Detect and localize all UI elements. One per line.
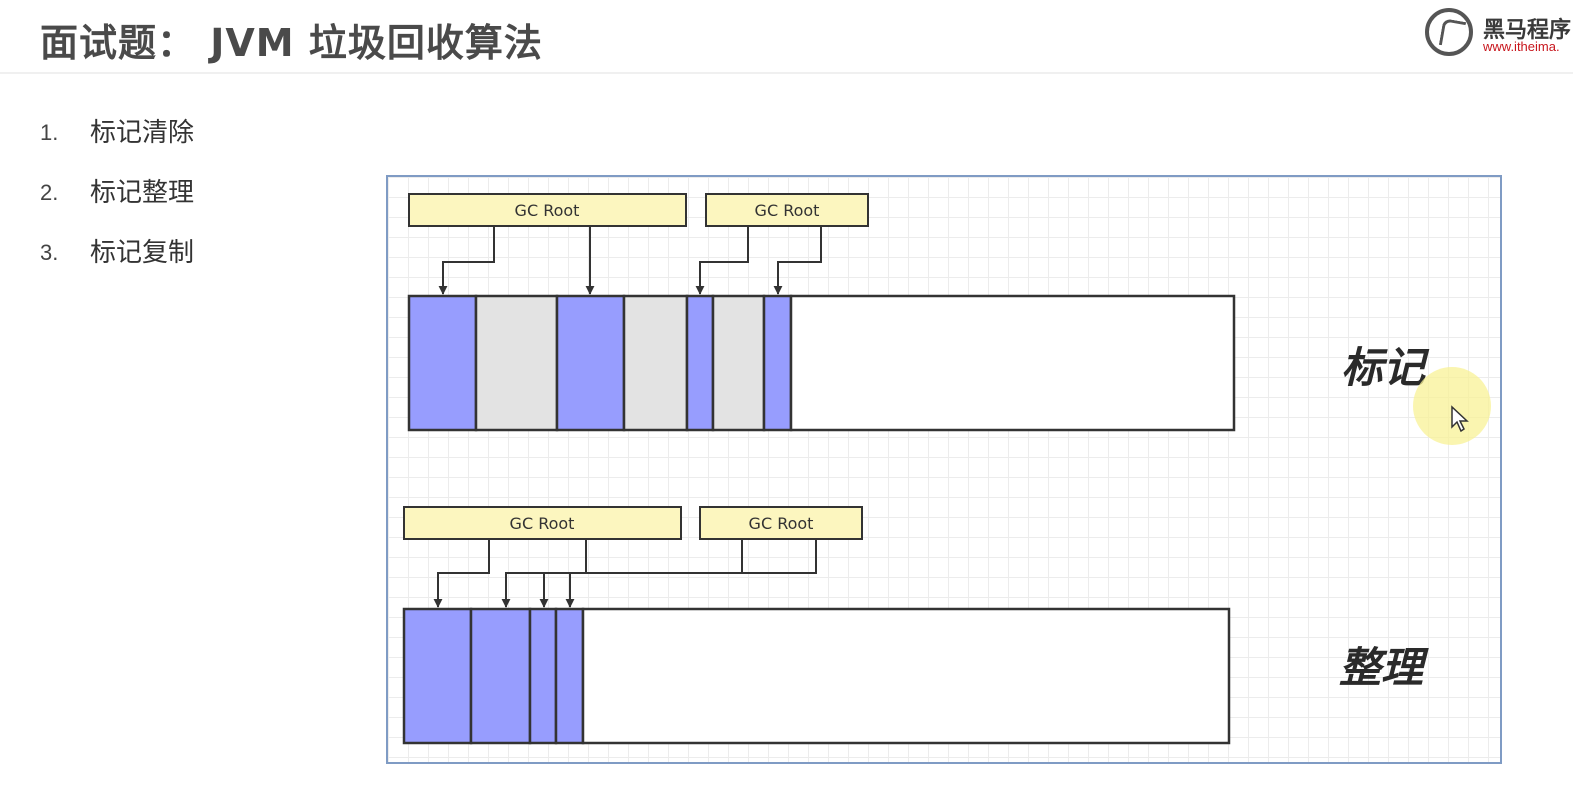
heap-cell-free (581, 607, 1231, 745)
heap-cell-live (407, 294, 478, 432)
heap-cell-live (469, 607, 532, 745)
gc-root-box (705, 193, 869, 227)
gc-root-label: GC Root (515, 201, 580, 220)
gc-root-label: GC Root (510, 514, 575, 533)
heap-cell-live (402, 607, 473, 745)
reference-arrow (565, 539, 817, 608)
reference-arrow (773, 226, 822, 295)
heap-cell-live (554, 607, 585, 745)
algorithm-list: 1. 标记清除 2. 标记整理 3. 标记复制 (40, 112, 194, 292)
list-text: 标记复制 (90, 238, 195, 268)
list-number: 3. (40, 240, 59, 265)
mark-phase-label: 标记 (1341, 343, 1430, 392)
brand-url: www.itheima. (1483, 39, 1560, 54)
reference-arrow (438, 226, 495, 295)
gc-root-box (408, 193, 687, 227)
heap-cell-live (555, 294, 626, 432)
brand-logo: 黑马程序 www.itheima. (1425, 6, 1573, 58)
mark-section: GC Root GC Root 标记 (407, 193, 1430, 432)
gc-root-box (699, 506, 863, 540)
page-title: 面试题： JVM 垃圾回收算法 (40, 21, 543, 65)
heap-cell-garbage (711, 294, 766, 432)
heap-memory-bar (402, 607, 1231, 745)
list-item: 1. 标记清除 (40, 112, 194, 172)
diagram-canvas: GC Root GC Root 标记 GC Root GC Root 整理 (386, 175, 1502, 764)
heap-cell-live (528, 607, 558, 745)
heap-memory-bar (407, 294, 1236, 432)
heap-cell-live (762, 294, 793, 432)
mouse-pointer-icon (1451, 405, 1469, 433)
gc-root-box (403, 506, 682, 540)
compact-phase-label: 整理 (1339, 643, 1429, 692)
compact-section: GC Root GC Root 整理 (402, 506, 1429, 745)
gc-diagram: GC Root GC Root 标记 GC Root GC Root 整理 (402, 193, 1430, 745)
list-text: 标记整理 (90, 178, 195, 208)
reference-arrow (433, 539, 490, 608)
brand-name: 黑马程序 (1483, 18, 1572, 43)
horse-head-logo-icon (1425, 8, 1473, 56)
gc-root-label: GC Root (749, 514, 814, 533)
gc-root-label: GC Root (755, 201, 820, 220)
header-divider (0, 72, 1573, 74)
list-item: 3. 标记复制 (40, 232, 194, 292)
heap-cell-free (789, 294, 1236, 432)
heap-cell-garbage (622, 294, 689, 432)
heap-cell-garbage (474, 294, 559, 432)
list-item: 2. 标记整理 (40, 172, 194, 232)
list-text: 标记清除 (90, 118, 195, 148)
heap-cell-live (685, 294, 715, 432)
list-number: 1. (40, 120, 59, 145)
list-number: 2. (40, 180, 59, 205)
reference-arrow (695, 226, 749, 295)
